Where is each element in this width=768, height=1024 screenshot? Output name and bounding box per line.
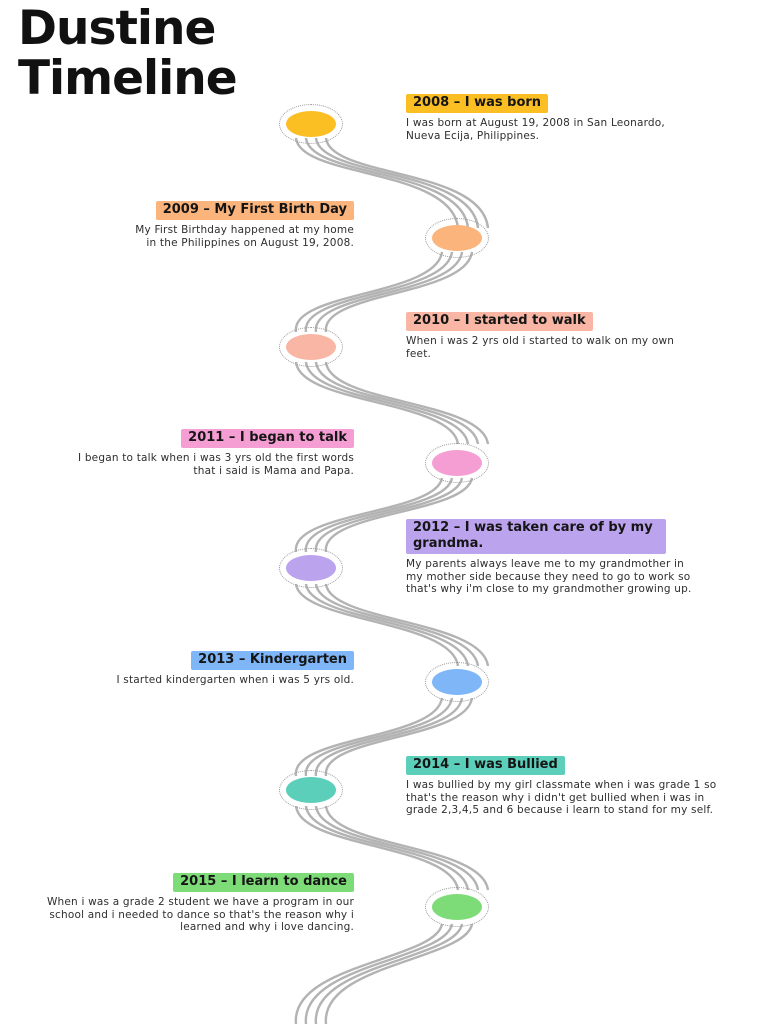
timeline-dot-2013 bbox=[425, 662, 489, 702]
page-title: Dustine Timeline bbox=[18, 1, 238, 106]
event-label: 2010 – I started to walk bbox=[406, 312, 593, 331]
timeline-event-2013: 2013 – Kindergarten I started kindergart… bbox=[56, 648, 354, 687]
event-description: I was born at August 19, 2008 in San Leo… bbox=[406, 117, 665, 142]
event-label: 2013 – Kindergarten bbox=[191, 651, 354, 670]
timeline-dot-2014 bbox=[279, 770, 343, 810]
event-label: 2009 – My First Birth Day bbox=[155, 201, 354, 220]
event-label: 2011 – I began to talk bbox=[181, 429, 354, 448]
event-description: I was bullied by my girl classmate when … bbox=[406, 779, 717, 816]
event-description: When i was 2 yrs old i started to walk o… bbox=[406, 335, 675, 360]
timeline-event-2015: 2015 – I learn to dance When i was a gra… bbox=[40, 870, 354, 934]
timeline-dot-2015 bbox=[425, 887, 489, 927]
timeline-event-2009: 2009 – My First Birth Day My First Birth… bbox=[60, 198, 354, 249]
event-description: When i was a grade 2 student we have a p… bbox=[46, 896, 354, 933]
event-description: I started kindergarten when i was 5 yrs … bbox=[116, 674, 354, 686]
event-label: 2012 – I was taken care of by my grandma… bbox=[406, 519, 666, 554]
title-line-1: Dustine bbox=[18, 1, 216, 56]
event-description: My parents always leave me to my grandmo… bbox=[406, 558, 692, 595]
event-label: 2008 – I was born bbox=[406, 94, 549, 113]
timeline-dot-2009 bbox=[425, 218, 489, 258]
event-label: 2014 – I was Bullied bbox=[406, 756, 565, 775]
timeline-event-2014: 2014 – I was Bullied I was bullied by my… bbox=[406, 753, 726, 817]
timeline-dot-2008 bbox=[279, 104, 343, 144]
timeline-dot-2011 bbox=[425, 443, 489, 483]
event-label: 2015 – I learn to dance bbox=[173, 873, 354, 892]
event-description: My First Birthday happened at my home in… bbox=[135, 224, 354, 249]
timeline-dot-2010 bbox=[279, 327, 343, 367]
timeline-event-2012: 2012 – I was taken care of by my grandma… bbox=[406, 519, 706, 596]
timeline-event-2008: 2008 – I was born I was born at August 1… bbox=[406, 91, 676, 142]
timeline-event-2011: 2011 – I began to talk I began to talk w… bbox=[56, 426, 354, 477]
timeline-event-2010: 2010 – I started to walk When i was 2 yr… bbox=[406, 309, 686, 360]
title-line-2: Timeline bbox=[18, 51, 238, 106]
timeline-dot-2012 bbox=[279, 548, 343, 588]
event-description: I began to talk when i was 3 yrs old the… bbox=[77, 452, 354, 477]
